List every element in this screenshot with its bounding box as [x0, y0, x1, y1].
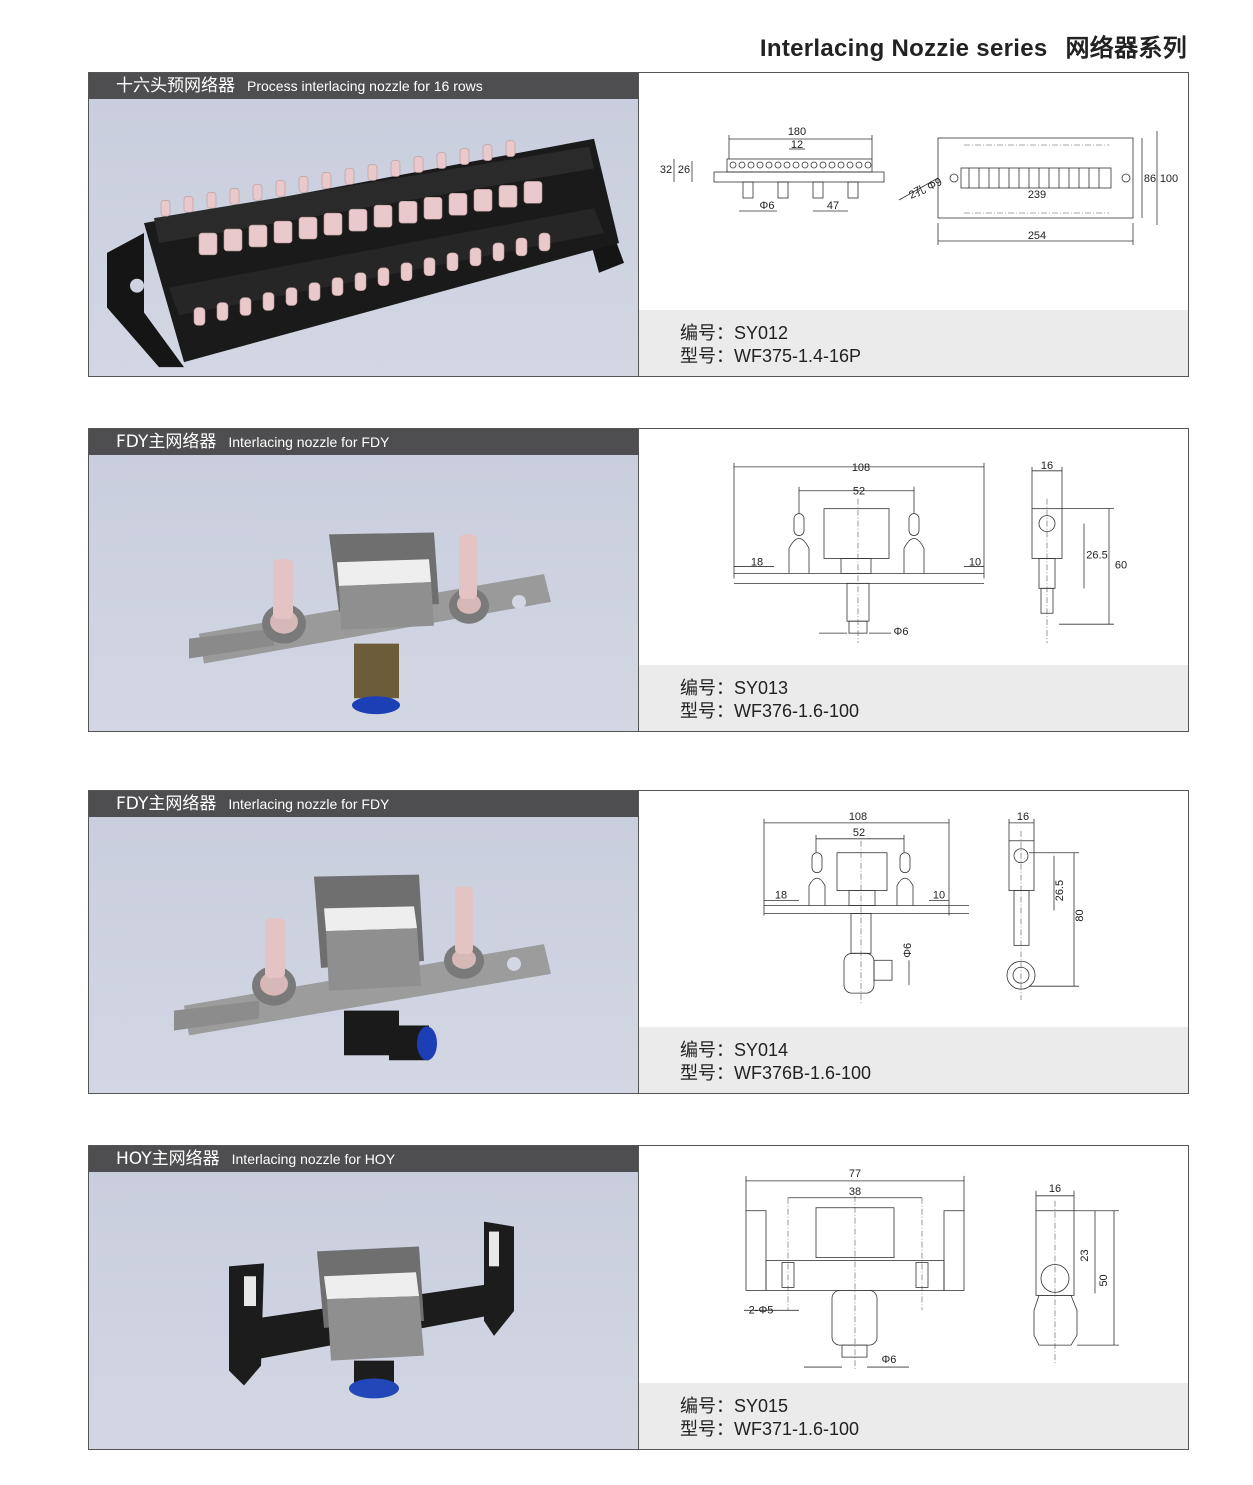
panel-header: HOY主网络器 Interlacing nozzle for HOY [89, 1146, 638, 1172]
product-name-cn: FDY主网络器 [116, 794, 217, 814]
product-name-cn: 十六头预网络器 [116, 76, 235, 96]
dim-2-holes-phi9: 2孔 Φ9 [907, 175, 944, 202]
product-name-en: Interlacing nozzle for HOY [231, 1151, 396, 1167]
product-name-en: Interlacing nozzle for FDY [228, 434, 390, 450]
product-photo [89, 455, 638, 731]
dim-18: 18 [775, 890, 787, 902]
dim-10: 10 [933, 890, 945, 902]
dim-16: 16 [1049, 1183, 1061, 1195]
dim-26-5: 26.5 [1054, 880, 1066, 901]
product-code-value: SY015 [734, 1396, 789, 1416]
dim-phi6: Φ6 [894, 626, 909, 638]
product-info: 编号：SY014 型号：WF376B-1.6-100 [639, 1027, 1188, 1093]
product-name-en: Interlacing nozzle for FDY [228, 796, 390, 812]
dim-16: 16 [1017, 811, 1029, 823]
dim-108: 108 [849, 811, 867, 823]
dim-phi6: Φ6 [760, 200, 775, 212]
product-code: 编号：SY012 [680, 323, 789, 344]
product-panel-sy014: FDY主网络器 Interlacing nozzle for FDY [88, 790, 1189, 1094]
dim-26-5: 26.5 [1086, 549, 1107, 561]
dim-52: 52 [853, 827, 865, 839]
panel-header: 十六头预网络器 Process interlacing nozzle for 16… [89, 73, 638, 99]
dim-239: 239 [1028, 189, 1046, 201]
product-model-value: WF376B-1.6-100 [734, 1063, 872, 1083]
dim-86: 86 [1144, 173, 1156, 185]
product-panel-sy013: FDY主网络器 Interlacing nozzle for FDY [88, 428, 1189, 732]
product-code: 编号：SY015 [680, 1396, 789, 1417]
dim-52: 52 [853, 486, 865, 498]
dim-phi6: Φ6 [882, 1354, 897, 1366]
product-code: 编号：SY013 [680, 678, 789, 699]
dim-50: 50 [1098, 1274, 1110, 1286]
product-photo [89, 99, 638, 376]
product-photo [89, 1172, 638, 1449]
product-model: 型号：WF376-1.6-100 [680, 701, 860, 722]
dim-77: 77 [849, 1168, 861, 1180]
dim-26: 26 [678, 164, 690, 176]
page-title-cn: 网络器系列 [1065, 34, 1187, 62]
dim-10: 10 [969, 556, 981, 568]
dim-16: 16 [1041, 460, 1053, 472]
product-model: 型号：WF375-1.4-16P [680, 346, 862, 367]
dim-32: 32 [660, 164, 672, 176]
dim-38: 38 [849, 1186, 861, 1198]
product-panel-sy012: 十六头预网络器 Process interlacing nozzle for 16… [88, 72, 1189, 377]
product-model: 型号：WF376B-1.6-100 [680, 1063, 872, 1084]
product-code-value: SY014 [734, 1040, 789, 1060]
product-name-cn: HOY主网络器 [116, 1149, 220, 1169]
product-code: 编号：SY014 [680, 1040, 789, 1061]
technical-drawing: 108 52 18 10 Φ6 16 26.5 80 [639, 791, 1188, 1027]
dim-108: 108 [852, 462, 870, 474]
product-model-value: WF376-1.6-100 [734, 701, 860, 721]
technical-drawing: 180 12 32 26 Φ6 47 2孔 Φ9 239 254 [639, 73, 1188, 310]
technical-drawing: 108 52 18 10 Φ6 16 26.5 60 [639, 429, 1188, 665]
product-model: 型号：WF371-1.6-100 [680, 1419, 860, 1440]
technical-drawing: 77 38 2-Φ5 Φ6 16 23 50 [639, 1146, 1188, 1383]
page-title: Interlacing Nozzie series 网络器系列 [760, 28, 1187, 63]
dim-254: 254 [1028, 230, 1046, 242]
dim-80: 80 [1074, 909, 1086, 921]
dim-180: 180 [788, 126, 806, 138]
product-photo [89, 817, 638, 1093]
product-model-value: WF375-1.4-16P [734, 346, 862, 366]
product-model-value: WF371-1.6-100 [734, 1419, 860, 1439]
product-panel-sy015: HOY主网络器 Interlacing nozzle for HOY [88, 1145, 1189, 1450]
dim-18: 18 [751, 556, 763, 568]
panel-header: FDY主网络器 Interlacing nozzle for FDY [89, 791, 638, 817]
product-code-value: SY013 [734, 678, 789, 698]
dim-phi6: Φ6 [902, 943, 914, 958]
page-title-en: Interlacing Nozzie series [759, 35, 1048, 62]
product-info: 编号：SY012 型号：WF375-1.4-16P [639, 310, 1188, 376]
dim-100: 100 [1160, 173, 1178, 185]
product-name-en: Process interlacing nozzle for 16 rows [247, 78, 483, 94]
product-name-cn: FDY主网络器 [116, 432, 217, 452]
product-code-value: SY012 [734, 323, 789, 343]
dim-2-phi5: 2-Φ5 [749, 1304, 774, 1316]
product-info: 编号：SY013 型号：WF376-1.6-100 [639, 665, 1188, 731]
dim-23: 23 [1079, 1249, 1091, 1261]
dim-12: 12 [791, 139, 803, 151]
dim-47: 47 [827, 200, 839, 212]
product-info: 编号：SY015 型号：WF371-1.6-100 [639, 1383, 1188, 1449]
dim-60: 60 [1115, 559, 1127, 571]
panel-header: FDY主网络器 Interlacing nozzle for FDY [89, 429, 638, 455]
